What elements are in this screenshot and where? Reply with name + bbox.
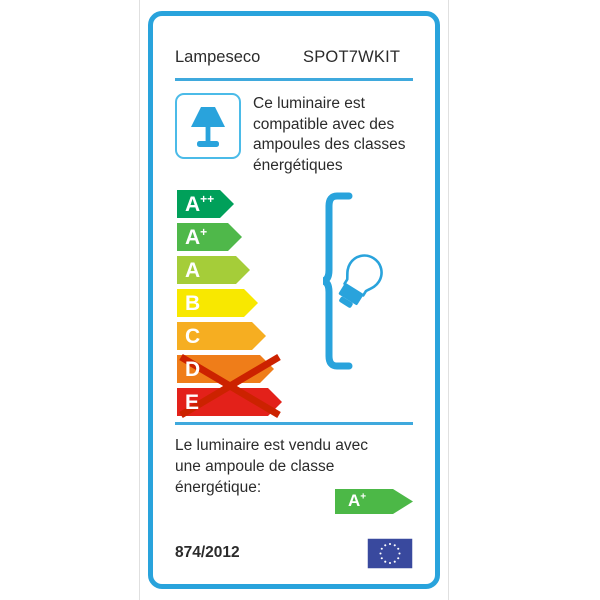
label-footer: 874/2012 <box>175 536 413 570</box>
eu-star <box>380 547 383 550</box>
energy-class-label: A <box>185 259 201 283</box>
energy-class-arrow <box>177 322 266 351</box>
curly-brace-icon <box>323 192 353 370</box>
eu-star <box>388 542 392 545</box>
sold-with-class-arrow <box>335 489 413 515</box>
energy-class-label: B <box>185 292 201 316</box>
light-bulb-icon <box>338 254 383 309</box>
sold-with-class-text: A+ <box>348 491 367 511</box>
sold-with-text: Le luminaire est vendu avec une ampoule … <box>175 437 369 496</box>
energy-class-label: A+ <box>185 225 208 250</box>
energy-class-label: E <box>185 391 200 415</box>
energy-class-label: C <box>185 325 201 349</box>
table-lamp-icon <box>191 107 225 147</box>
energy-label-card: Lampeseco SPOT7WKIT Ce luminaire est com… <box>148 11 440 589</box>
eu-star <box>388 561 392 564</box>
sold-with-block: Le luminaire est vendu avec une ampoule … <box>175 425 413 522</box>
energy-class-arrow <box>177 256 250 285</box>
brand-name: Lampeseco <box>175 48 261 66</box>
sold-with-class-badge: A+ <box>335 489 413 515</box>
regulation-number: 874/2012 <box>175 544 240 561</box>
eu-star <box>384 543 387 546</box>
eu-star <box>398 551 401 555</box>
eu-flag-icon <box>367 537 413 569</box>
eu-star <box>380 556 383 559</box>
energy-class-arrow <box>177 190 234 219</box>
eu-star <box>397 556 400 559</box>
lamp-icon-box <box>175 93 241 159</box>
compatibility-block: Ce luminaire est compatible avec des amp… <box>175 81 413 176</box>
eu-star <box>384 560 387 563</box>
brace-and-bulb-group <box>323 192 383 370</box>
eu-star <box>393 560 396 563</box>
energy-class-arrow <box>177 223 242 252</box>
eu-star <box>379 551 382 555</box>
model-code: SPOT7WKIT <box>303 48 401 66</box>
compatibility-text: Ce luminaire est compatible avec des amp… <box>253 95 406 174</box>
eu-star <box>393 543 396 546</box>
energy-class-arrow <box>177 289 258 318</box>
sold-with-divider <box>175 422 413 426</box>
header-divider <box>175 78 413 81</box>
eu-star <box>397 547 400 550</box>
label-inner-content: Lampeseco SPOT7WKIT Ce luminaire est com… <box>153 16 435 584</box>
energy-class-label: D <box>185 358 201 382</box>
label-header: Lampeseco SPOT7WKIT <box>175 16 413 78</box>
energy-class-label: A++ <box>185 192 215 217</box>
